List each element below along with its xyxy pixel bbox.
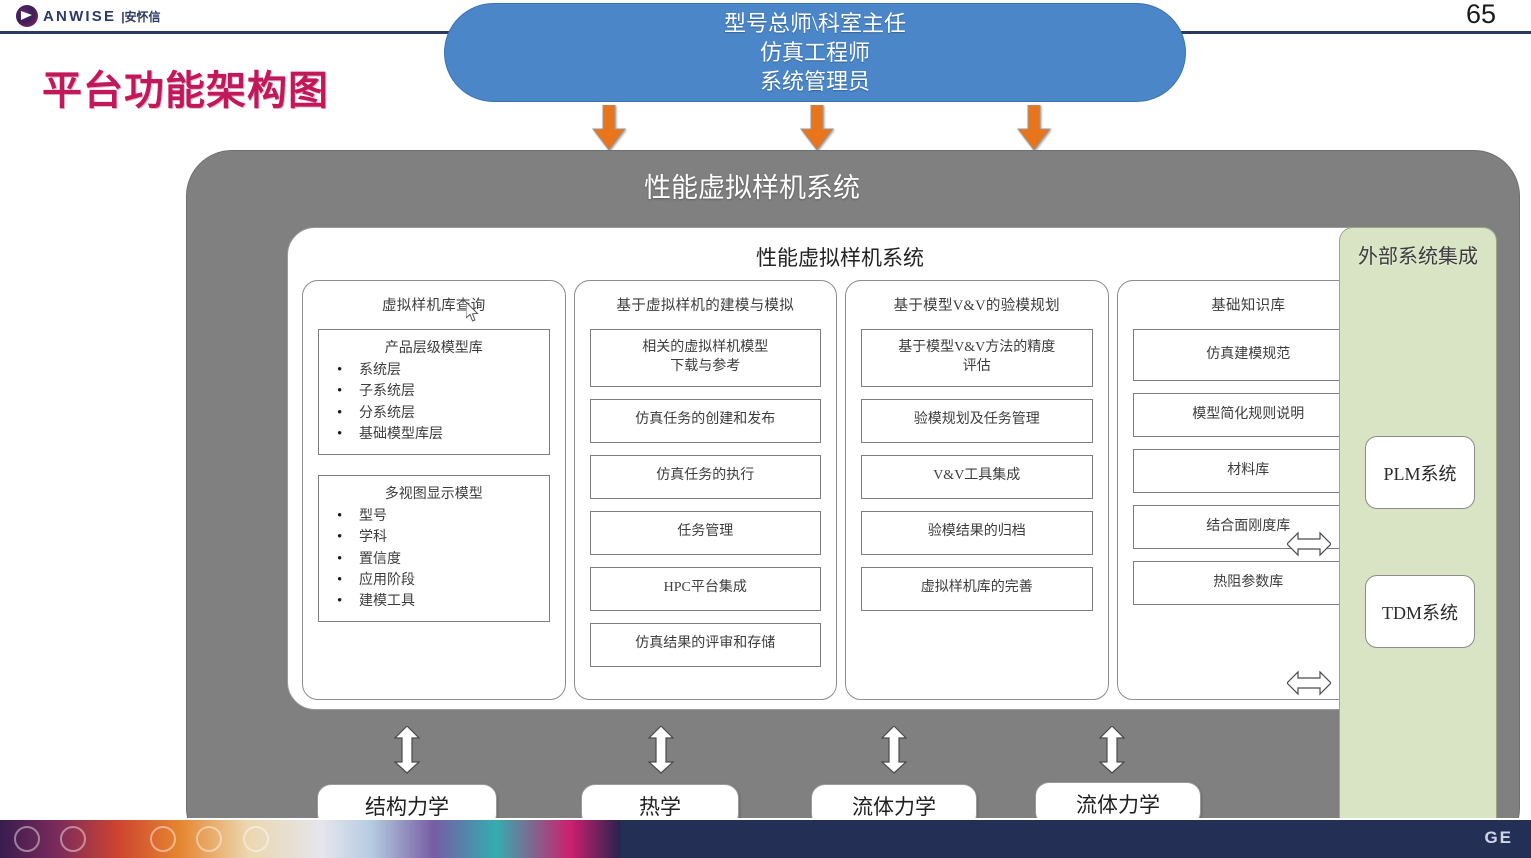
list-item[interactable]: 学科: [325, 526, 543, 549]
up-down-arrow-icon: [1099, 726, 1125, 774]
list-item[interactable]: 型号: [325, 505, 543, 528]
taskbar-gap: [0, 818, 1531, 820]
left-right-arrow-icon: [1287, 670, 1331, 696]
item-box[interactable]: 虚拟样机库的完善: [861, 566, 1093, 611]
up-down-arrow-icon: [394, 726, 420, 774]
anwise-logo: ANWISE |安怀信: [16, 3, 161, 29]
list-item[interactable]: 置信度: [325, 548, 543, 571]
column-title: 基础知识库: [1211, 298, 1286, 314]
item-box[interactable]: 基于模型V&V方法的精度评估: [861, 329, 1093, 387]
item-box[interactable]: 仿真任务的执行: [589, 454, 821, 499]
taskbar-wallpaper: [0, 820, 620, 858]
list-item[interactable]: 基础模型库层: [325, 423, 543, 446]
item-box[interactable]: 验模规划及任务管理: [861, 398, 1093, 443]
platform-gray-panel: 性能虚拟样机系统 性能虚拟样机系统 虚拟样机库查询 产品层级模型库 系统层 子系…: [186, 150, 1520, 858]
list-item[interactable]: 应用阶段: [325, 569, 543, 592]
list-item[interactable]: 建模工具: [325, 590, 543, 613]
item-box[interactable]: 材料库: [1132, 449, 1364, 493]
item-box[interactable]: 验模结果的归档: [861, 510, 1093, 555]
external-system-tdm[interactable]: TDM系统: [1365, 575, 1475, 648]
page-title: 平台功能架构图: [42, 69, 329, 113]
item-box[interactable]: HPC平台集成: [589, 566, 821, 611]
role-line-3: 系统管理员: [759, 69, 870, 95]
page-number: 65: [1465, 0, 1496, 29]
white-panel-title: 性能虚拟样机系统: [756, 246, 924, 270]
home-icon[interactable]: [150, 826, 176, 852]
list-item[interactable]: 分系统层: [325, 402, 543, 425]
role-line-2: 仿真工程师: [759, 39, 870, 65]
brand-text-cn: |安怀信: [121, 9, 161, 24]
item-box[interactable]: 热阻参数库: [1132, 561, 1364, 605]
anwise-circle-logo-icon: [16, 5, 38, 27]
down-arrow-icon: [800, 105, 834, 151]
column-title: 虚拟样机库查询: [381, 298, 486, 314]
column-title: 基于虚拟样机的建模与模拟: [616, 298, 795, 314]
role-line-1: 型号总师\科室主任: [723, 10, 907, 36]
list-item[interactable]: 子系统层: [325, 380, 543, 403]
down-arrow-icon: [1017, 105, 1051, 151]
back-icon[interactable]: [14, 826, 40, 852]
external-systems-title: 外部系统集成: [1358, 246, 1478, 268]
item-box[interactable]: V&V工具集成: [861, 454, 1093, 499]
up-down-arrow-icon: [881, 726, 907, 774]
item-box[interactable]: 相关的虚拟样机模型下载与参考: [589, 329, 821, 387]
forward-icon[interactable]: [60, 826, 86, 852]
more-icon[interactable]: [243, 826, 269, 852]
group-title: 多视图显示模型: [384, 487, 483, 503]
mouse-cursor-icon: [466, 302, 479, 322]
list-item[interactable]: 系统层: [325, 359, 543, 382]
column-virtual-prototype-query[interactable]: 虚拟样机库查询 产品层级模型库 系统层 子系统层 分系统层 基础模型库层: [302, 280, 566, 700]
search-icon[interactable]: [196, 826, 222, 852]
external-systems-panel: 外部系统集成 PLM系统 TDM系统: [1339, 227, 1497, 858]
taskbar-right-logo: GE: [1484, 828, 1513, 847]
left-right-arrow-icon: [1287, 531, 1331, 557]
item-box[interactable]: 仿真任务的创建和发布: [589, 398, 821, 443]
item-box[interactable]: 仿真结果的评审和存储: [589, 622, 821, 667]
item-box[interactable]: 仿真建模规范: [1132, 329, 1364, 381]
up-down-arrow-icon: [648, 726, 674, 774]
column-modeling-and-simulation[interactable]: 基于虚拟样机的建模与模拟 相关的虚拟样机模型下载与参考 仿真任务的创建和发布 仿…: [573, 280, 837, 700]
item-box[interactable]: 模型简化规则说明: [1132, 393, 1364, 437]
brand-text: ANWISE: [43, 7, 117, 25]
function-columns: 虚拟样机库查询 产品层级模型库 系统层 子系统层 分系统层 基础模型库层: [302, 280, 1380, 700]
column-title: 基于模型V&V的验模规划: [893, 298, 1060, 314]
platform-white-panel: 性能虚拟样机系统 虚拟样机库查询 产品层级模型库 系统层 子系统层 分系统层 基…: [287, 227, 1393, 710]
down-arrow-icon: [592, 105, 626, 151]
taskbar[interactable]: GE: [0, 820, 1531, 858]
external-system-plm[interactable]: PLM系统: [1365, 436, 1475, 509]
group-title: 产品层级模型库: [384, 341, 483, 356]
column-vv-validation-planning[interactable]: 基于模型V&V的验模规划 基于模型V&V方法的精度评估 验模规划及任务管理 V&…: [845, 280, 1109, 700]
group-product-hierarchy-model-lib[interactable]: 产品层级模型库 系统层 子系统层 分系统层 基础模型库层: [318, 329, 550, 456]
gray-panel-title: 性能虚拟样机系统: [644, 173, 860, 203]
column-basic-knowledge-base[interactable]: 基础知识库 仿真建模规范 模型简化规则说明 材料库 结合面刚度库 热阻参数库: [1116, 280, 1380, 700]
item-box[interactable]: 任务管理: [589, 510, 821, 555]
group-multiview-display-model[interactable]: 多视图显示模型 型号 学科 置信度 应用阶段 建模工具: [318, 475, 550, 623]
roles-pill: 型号总师\科室主任 仿真工程师 系统管理员: [444, 3, 1186, 102]
